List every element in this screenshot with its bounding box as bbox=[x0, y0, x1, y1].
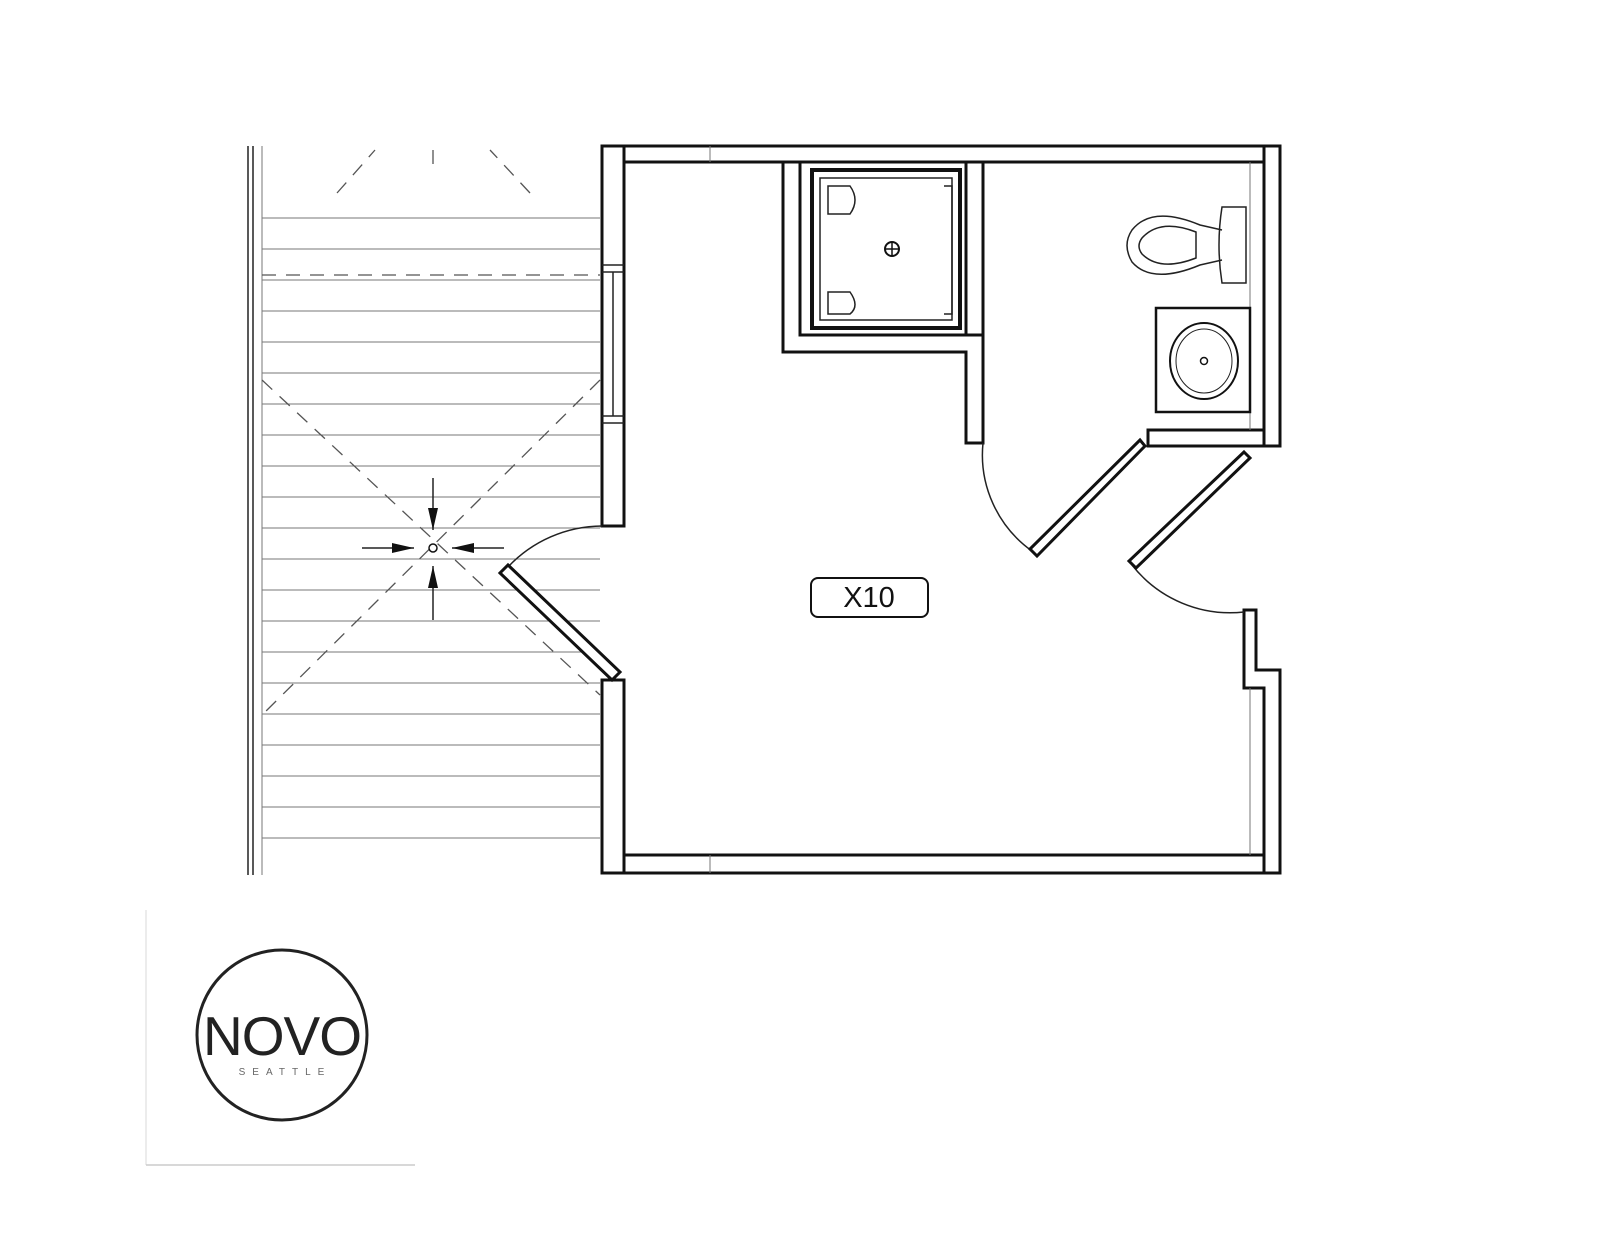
sink-icon bbox=[1154, 306, 1252, 414]
unit-label-text: X10 bbox=[843, 582, 895, 614]
bathroom-door[interactable] bbox=[1126, 449, 1253, 614]
exterior-wall bbox=[600, 144, 626, 875]
shower-door[interactable] bbox=[981, 437, 1148, 559]
unit-walls bbox=[622, 144, 1282, 875]
unit-label: X10 bbox=[810, 577, 929, 618]
shower-icon bbox=[810, 168, 962, 330]
ceiling-light-icon bbox=[362, 478, 504, 620]
balcony-door[interactable] bbox=[497, 525, 623, 683]
toilet-icon bbox=[1126, 206, 1247, 284]
deck-planks bbox=[262, 217, 600, 839]
logo-name: NOVO bbox=[203, 1005, 361, 1067]
novo-seattle-logo: NOVO SEATTLE bbox=[145, 910, 415, 1166]
logo-city: SEATTLE bbox=[239, 1067, 332, 1078]
balcony-deck bbox=[247, 146, 601, 875]
